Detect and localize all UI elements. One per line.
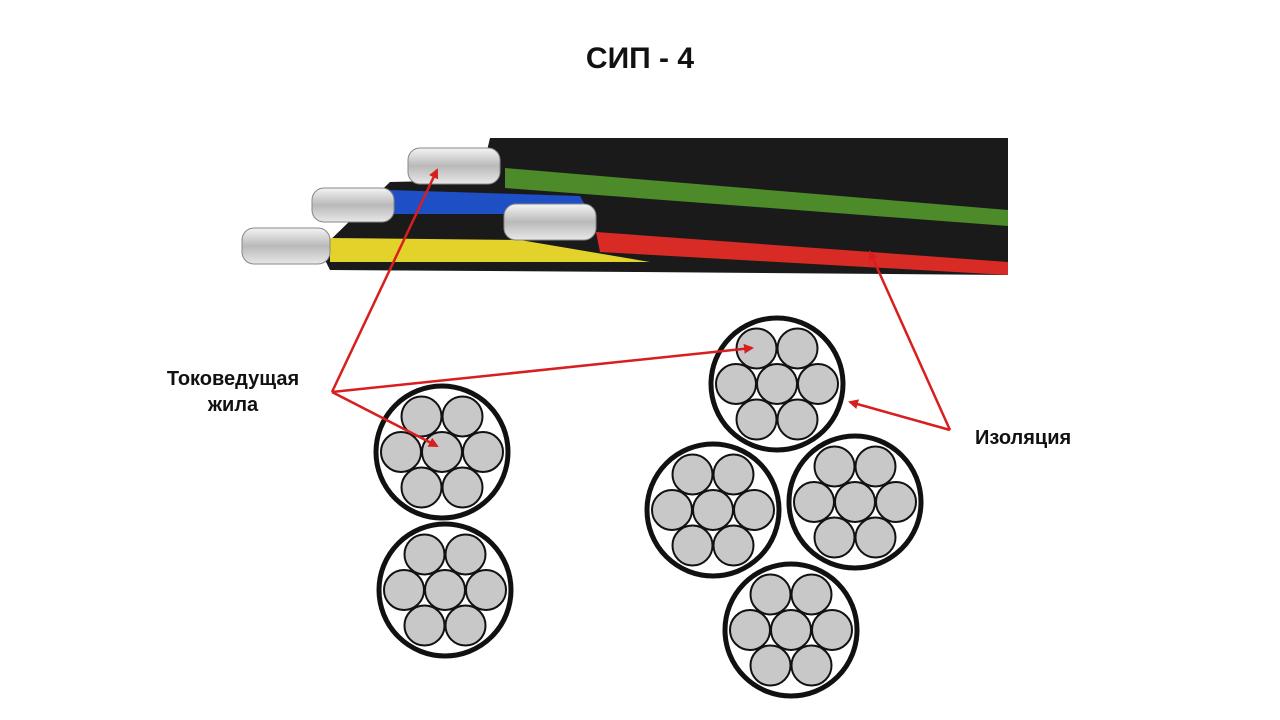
wire-strand	[671, 524, 714, 567]
wire-strand	[729, 609, 771, 651]
wire-strand	[383, 569, 425, 611]
wire-strand	[421, 431, 463, 473]
page-title: СИП - 4	[585, 42, 695, 75]
aluminium-conductor-ends	[241, 147, 597, 265]
wire-strand	[811, 609, 853, 651]
wire-strand	[749, 644, 792, 687]
wire-strand	[441, 466, 484, 509]
conductor-label-line1: Токоведущая	[166, 368, 300, 390]
wire-strand	[776, 327, 819, 370]
wire-strand	[749, 573, 792, 616]
wire-strand	[813, 516, 856, 559]
arrow-conductor-left-section	[331, 390, 439, 448]
wire-strand	[834, 481, 876, 523]
conductor-cross-section	[376, 521, 514, 659]
arrow-conductor-cable	[330, 168, 439, 393]
wire-strand	[875, 481, 917, 523]
wire-strand	[671, 453, 714, 496]
wire-strand	[651, 489, 693, 531]
wire-strand	[813, 445, 856, 488]
yellow-core	[330, 238, 650, 262]
conductor-label-line2: жила	[207, 394, 259, 416]
wire-strand	[793, 481, 835, 523]
wire-strand	[776, 398, 819, 441]
wire-strand	[400, 466, 443, 509]
wire-strand	[692, 489, 734, 531]
wire-strand	[441, 395, 484, 438]
insulation-label: Изоляция	[975, 427, 1072, 449]
wire-strand	[735, 398, 778, 441]
wire-strand	[403, 533, 446, 576]
conductor-cross-section	[708, 315, 846, 453]
wire-strand	[854, 516, 897, 559]
wire-strand	[712, 453, 755, 496]
cross-sections	[373, 315, 924, 699]
wire-strand	[465, 569, 507, 611]
wire-strand	[444, 604, 487, 647]
conductor-label: Токоведущая жила	[148, 366, 318, 418]
conductor-cross-section	[722, 561, 860, 699]
green-core-stripe	[505, 168, 1008, 226]
cable-bundle-illustration	[241, 138, 1008, 275]
arrow-conductor-right-section	[331, 343, 754, 394]
wire-strand	[733, 489, 775, 531]
red-core	[596, 232, 1008, 275]
arrows	[330, 168, 952, 448]
wire-strand	[770, 609, 812, 651]
wire-strand	[424, 569, 466, 611]
wire-strand	[462, 431, 504, 473]
arrow-insulation-cable	[868, 250, 952, 431]
conductor-cross-section	[644, 441, 782, 579]
wire-strand	[756, 363, 798, 405]
wire-strand	[790, 644, 833, 687]
wire-strand	[444, 533, 487, 576]
conductor-cross-section	[786, 433, 924, 571]
wire-strand	[715, 363, 757, 405]
wire-strand	[854, 445, 897, 488]
arrow-insulation-section	[848, 399, 951, 432]
wire-strand	[712, 524, 755, 567]
conductor-cross-section	[373, 383, 511, 521]
wire-strand	[790, 573, 833, 616]
wire-strand	[797, 363, 839, 405]
wire-strand	[403, 604, 446, 647]
wire-strand	[380, 431, 422, 473]
